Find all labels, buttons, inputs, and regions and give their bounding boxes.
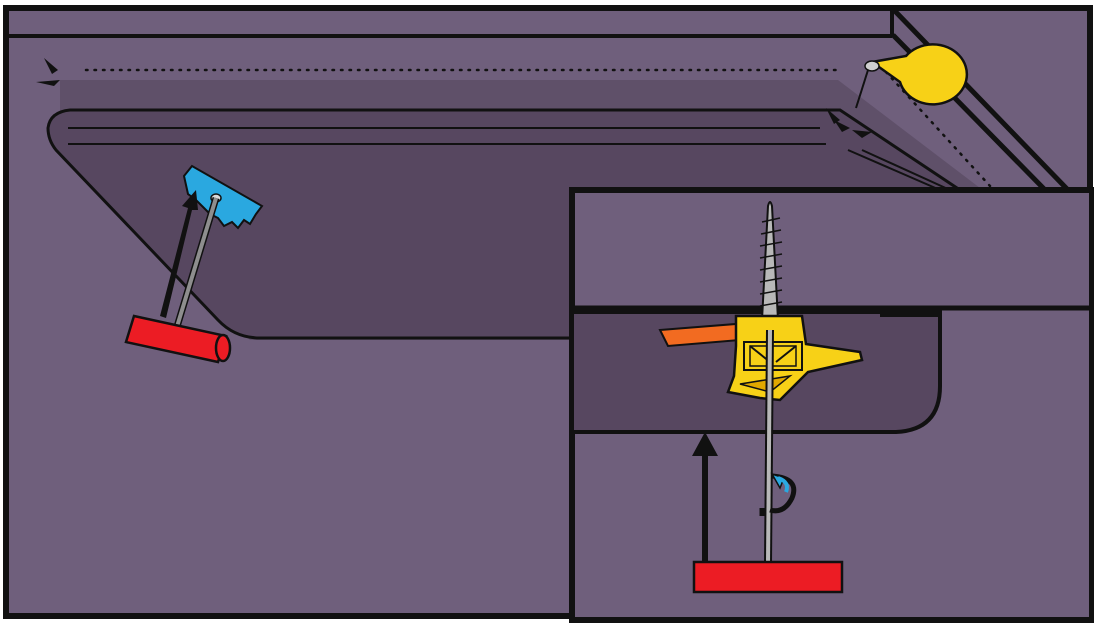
detail-inset xyxy=(572,190,1092,620)
inset-t-handle xyxy=(694,562,842,592)
inset-tool-shaft xyxy=(768,330,770,564)
